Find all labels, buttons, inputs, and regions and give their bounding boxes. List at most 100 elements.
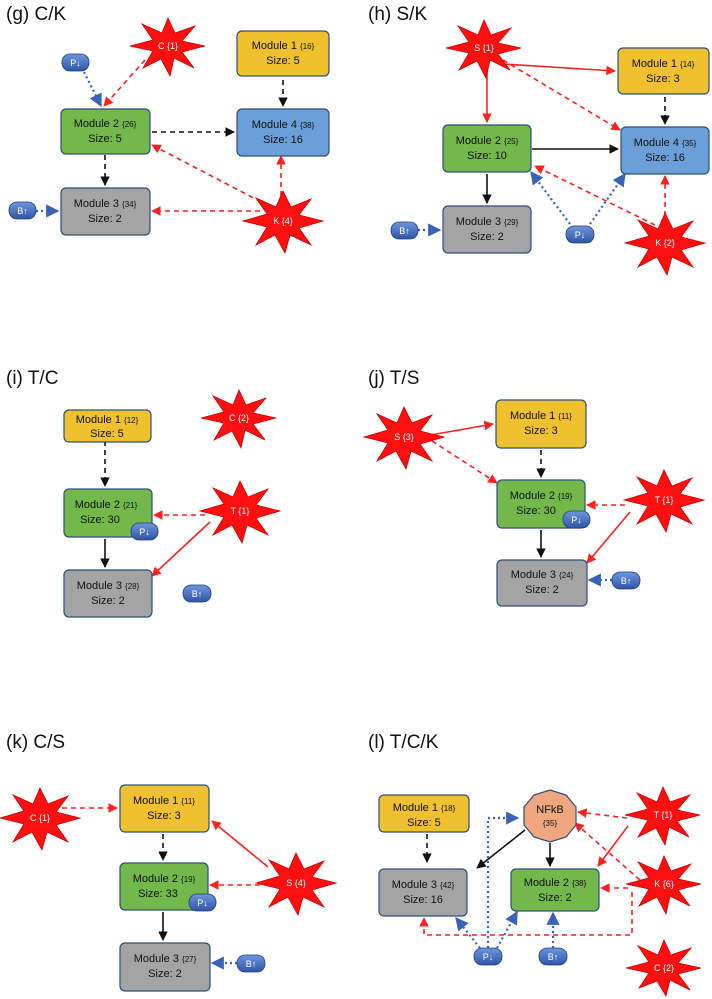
module-box-g2: Module 2 {26} Size: 5	[60, 108, 151, 155]
module-count: {35}	[682, 139, 697, 148]
module-size: Size: 3	[147, 810, 181, 822]
svg-text:Module 2 {26}: Module 2 {26}	[74, 118, 137, 130]
star-label: K {4}	[273, 216, 293, 226]
edge-l-k-nfkb	[574, 822, 641, 881]
module-name: Module 3	[134, 953, 179, 965]
pill-i-p: P↓	[130, 522, 159, 541]
module-size: Size: 2	[148, 968, 182, 980]
star-label: C {1}	[158, 41, 178, 51]
edges-layer	[36, 59, 670, 970]
pill-label: B↑	[548, 952, 559, 962]
edge-l-t-m2	[597, 825, 629, 867]
edge-l-nfkb-m3	[476, 829, 526, 869]
nfkb-count: {35}	[543, 819, 558, 828]
svg-text:Module 2 {25}: Module 2 {25}	[456, 135, 519, 147]
edge-k-s-m1	[211, 820, 269, 868]
edge-h-p-m4	[589, 172, 626, 225]
module-size: Size: 30	[516, 505, 556, 517]
module-count: {25}	[504, 137, 519, 146]
nfkb-node: NFkB {35}	[523, 789, 577, 843]
module-box-g3: Module 3 {34} Size: 2	[60, 187, 151, 236]
edge-l-k-m3	[419, 892, 633, 936]
module-count: {27}	[182, 955, 197, 964]
module-count: {34}	[122, 200, 137, 209]
module-name: Module 1	[252, 40, 297, 52]
module-count: {21}	[123, 501, 138, 510]
module-name: Module 2	[456, 135, 501, 147]
star-label: C {2}	[229, 413, 249, 423]
svg-text:Module 4 {35}: Module 4 {35}	[634, 137, 697, 149]
module-size: Size: 16	[403, 894, 443, 906]
star-label: T {1}	[655, 495, 674, 505]
module-size: Size: 3	[524, 425, 558, 437]
module-size: Size: 10	[467, 150, 507, 162]
module-box-j2: Module 2 {19} Size: 30	[496, 479, 586, 529]
star-l-k: K {6}	[625, 854, 702, 916]
module-count: {12}	[124, 416, 139, 425]
pill-label: B↑	[621, 576, 632, 586]
edge-h-k-m2	[534, 165, 656, 226]
svg-text:Module 3 {28}: Module 3 {28}	[77, 580, 140, 592]
pill-k-p: P↓	[188, 893, 217, 912]
edge-g-p-m2	[83, 71, 102, 108]
star-j-s: S {3}	[362, 406, 446, 471]
module-name: Module 3	[392, 879, 437, 891]
star-g-k: K {4}	[241, 190, 325, 255]
edge-j-t-m3	[586, 511, 631, 564]
svg-text:Module 3 {29}: Module 3 {29}	[456, 216, 519, 228]
pill-g-p: P↓	[61, 53, 90, 72]
star-label: T {1}	[654, 810, 673, 820]
pill-j-b: B↑	[611, 571, 641, 590]
modules-layer: Module 1 {16} Size: 5 Module 2 {26} Size…	[60, 30, 710, 992]
module-count: {28}	[125, 582, 140, 591]
svg-text:Module 4 {38}: Module 4 {38}	[252, 119, 315, 131]
svg-text:Module 1 {11}: Module 1 {11}	[133, 795, 195, 807]
module-size: Size: 3	[646, 73, 680, 85]
pill-label: B↑	[192, 589, 203, 599]
module-box-l1: Module 1 {18} Size: 5	[378, 794, 470, 833]
module-box-g4: Module 4 {38} Size: 16	[236, 108, 330, 157]
module-size: Size: 33	[138, 888, 178, 900]
module-size: Size: 5	[88, 133, 122, 145]
module-size: Size: 2	[538, 892, 572, 904]
edge-h-s-m1	[502, 63, 616, 76]
edge-l-p-nfkb	[486, 811, 520, 948]
pill-label: P↓	[571, 515, 582, 525]
module-count: {26}	[122, 120, 137, 129]
module-count: {16}	[300, 42, 315, 51]
svg-text:Module 1 {12}: Module 1 {12}	[76, 414, 139, 426]
star-i-c: C {2}	[200, 388, 277, 450]
module-box-k1: Module 1 {11} Size: 3	[119, 784, 210, 833]
panel-title-h: (h) S/K	[368, 4, 427, 25]
edge-i-t-m3	[151, 521, 211, 577]
pill-g-b: B↑	[8, 201, 37, 220]
module-name: Module 1	[510, 410, 555, 422]
module-count: {29}	[504, 218, 519, 227]
module-size: Size: 5	[407, 817, 441, 829]
module-name: Module 2	[524, 877, 569, 889]
svg-text:Module 2 {19}: Module 2 {19}	[510, 490, 573, 502]
module-name: Module 2	[510, 490, 555, 502]
edge-j-s-m1	[424, 420, 494, 437]
module-box-l3: Module 3 {42} Size: 16	[378, 868, 468, 917]
star-label: S {1}	[474, 43, 494, 53]
module-count: {19}	[181, 875, 196, 884]
edge-l-t-nfkb	[577, 808, 628, 819]
star-l-c: C {2}	[625, 938, 702, 998]
svg-text:Module 1 {11}: Module 1 {11}	[510, 410, 572, 422]
edge-h-s-m4	[502, 59, 621, 131]
star-l-t: T {1}	[624, 785, 701, 847]
module-box-g1: Module 1 {16} Size: 5	[236, 30, 330, 77]
svg-text:Module 2 {21}: Module 2 {21}	[75, 499, 138, 511]
panel-title-k: (k) C/S	[6, 732, 65, 753]
pill-label: P↓	[139, 527, 150, 537]
module-name: Module 2	[75, 499, 120, 511]
module-size: Size: 2	[525, 584, 559, 596]
pill-label: P↓	[197, 898, 208, 908]
star-label: S {3}	[394, 432, 414, 442]
star-i-t: T {1}	[198, 480, 282, 545]
module-size: Size: 30	[80, 514, 120, 526]
module-box-j3: Module 3 {24} Size: 2	[496, 559, 588, 607]
pill-k-b: B↑	[236, 954, 266, 973]
star-label: T {1}	[231, 506, 250, 516]
